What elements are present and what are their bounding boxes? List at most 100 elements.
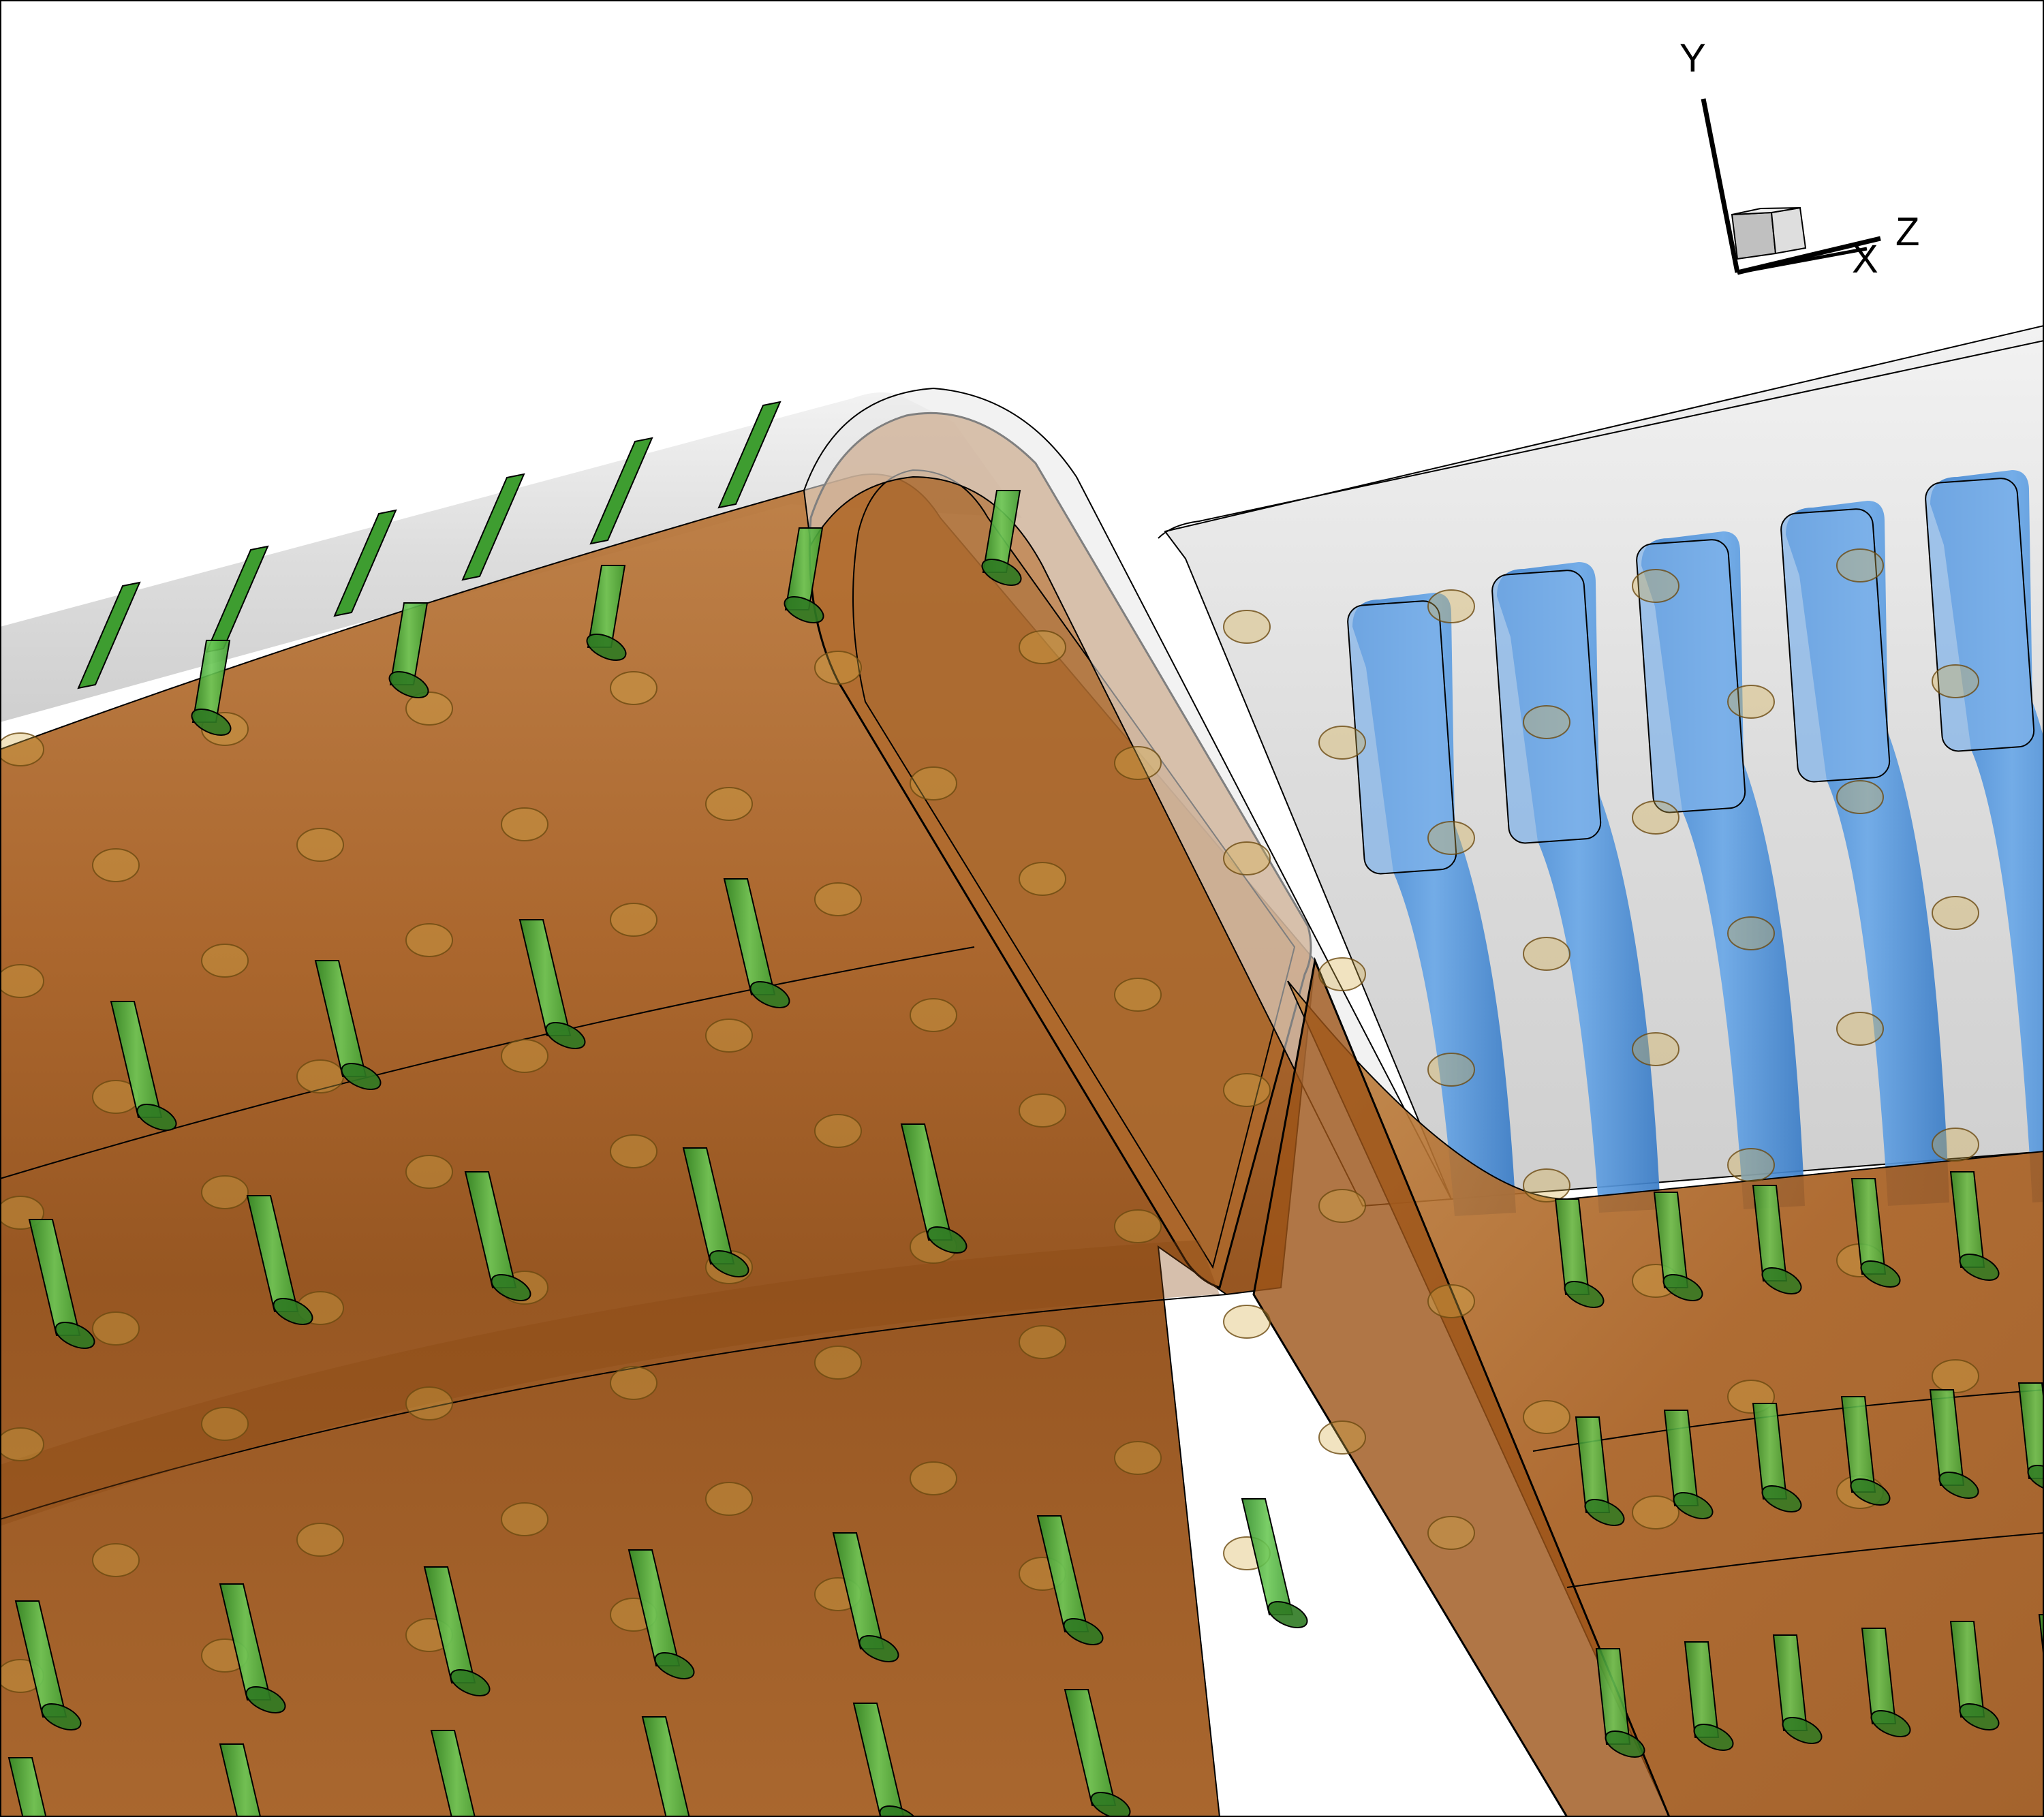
ghost-hole <box>1427 821 1475 855</box>
axes-triad: Y Z X <box>1679 36 1919 281</box>
ghost-hole <box>910 1461 957 1495</box>
ghost-hole <box>1318 1189 1366 1223</box>
outer-wall-left <box>0 392 1022 722</box>
y-axis-line <box>1701 98 1740 273</box>
ghost-hole <box>1223 1305 1271 1339</box>
film-hole-outlet <box>491 1274 531 1301</box>
film-hole-outlet <box>1584 1499 1625 1526</box>
ghost-hole <box>1523 705 1570 739</box>
film-hole-outlet <box>1090 1792 1131 1817</box>
ghost-hole <box>1318 957 1366 991</box>
ghost-hole <box>1523 937 1570 971</box>
ghost-hole <box>1427 1053 1475 1087</box>
ghost-hole <box>1727 685 1775 719</box>
ghost-hole <box>1523 1400 1570 1434</box>
ghost-hole <box>610 1366 657 1400</box>
ghost-hole <box>1836 1012 1884 1046</box>
ghost-hole <box>201 1175 249 1209</box>
film-hole-outlet <box>245 1686 286 1713</box>
ghost-hole <box>1019 1093 1066 1128</box>
film-hole-outlet <box>1938 1472 1979 1499</box>
film-hole-outlet <box>341 1063 382 1090</box>
axes-cube-top <box>1731 207 1801 215</box>
ghost-hole <box>296 828 344 862</box>
liner-center-fold <box>1252 957 1671 1817</box>
ghost-hole <box>201 944 249 978</box>
ghost-hole <box>92 848 140 882</box>
blue-channel-inlet <box>1347 600 1457 875</box>
film-hole-outlet <box>749 981 790 1008</box>
liner-lip-inner <box>852 469 1296 1269</box>
ghost-hole <box>1632 1032 1679 1066</box>
ghost-hole <box>501 807 548 841</box>
ghost-hole <box>1727 1148 1775 1182</box>
x-axis-line <box>1737 247 1868 275</box>
ghost-hole <box>814 651 862 685</box>
outer-wall-right-top-edge <box>1158 340 2044 539</box>
ghost-hole <box>92 1311 140 1346</box>
film-hole-outlet <box>879 1805 920 1817</box>
film-hole-outlet <box>273 1298 313 1325</box>
blue-channel-group <box>1347 470 2044 1216</box>
ghost-hole <box>610 1134 657 1168</box>
ghost-hole <box>1632 801 1679 835</box>
ghost-hole <box>405 923 453 957</box>
transparent-cap <box>803 387 1453 1207</box>
film-hole-outlet <box>1605 1730 1645 1758</box>
film-hole <box>2017 1382 2044 1479</box>
ghost-hole <box>1318 1420 1366 1455</box>
seam-line-1 <box>0 946 975 1179</box>
film-hole-outlet <box>1564 1281 1605 1308</box>
ghost-hole <box>1427 1516 1475 1550</box>
film-hole-outlet <box>654 1652 695 1679</box>
ghost-hole <box>610 903 657 937</box>
ghost-hole <box>1727 916 1775 950</box>
y-axis-label: Y <box>1679 36 1706 80</box>
top-slot <box>589 437 653 545</box>
film-hole-outlet <box>1959 1703 2000 1730</box>
blue-channel-inlet <box>1780 508 1891 783</box>
film-hole-outlet <box>709 1250 749 1277</box>
axes-cube-front <box>1731 211 1777 260</box>
x-axis-label: X <box>1852 237 1878 281</box>
top-slot-group <box>77 401 781 689</box>
ghost-hole <box>1223 610 1271 644</box>
ghost-hole <box>814 1114 862 1148</box>
film-hole-outlet <box>586 634 627 661</box>
ghost-hole <box>1223 1073 1271 1107</box>
film-hole-outlet <box>1673 1492 1714 1519</box>
ghost-hole <box>1932 896 1979 930</box>
top-slot <box>717 401 781 509</box>
seam-line-2 <box>0 1294 1227 1520</box>
ghost-hole <box>1836 780 1884 814</box>
ghost-hole <box>1523 1168 1570 1202</box>
ghost-hole <box>405 1386 453 1420</box>
ghost-hole <box>0 732 44 766</box>
film-hole-outlet <box>1267 1601 1308 1628</box>
axes-cube-side <box>1770 206 1807 255</box>
seam-band <box>0 1240 1220 1526</box>
top-slot <box>333 509 397 617</box>
seam-line-right-2 <box>1566 1532 2044 1588</box>
film-hole <box>852 1703 905 1817</box>
ghost-hole <box>705 787 753 821</box>
film-hole-outlet <box>545 1022 586 1049</box>
ghost-hole <box>814 882 862 916</box>
ghost-hole <box>1836 548 1884 583</box>
film-hole-outlet <box>1870 1710 1911 1737</box>
top-slot <box>461 473 525 581</box>
film-hole-outlet <box>1782 1717 1823 1744</box>
film-hole-outlet <box>927 1226 967 1254</box>
ghost-hole <box>910 998 957 1032</box>
film-hole-outlet <box>450 1669 491 1696</box>
ghost-hole <box>1427 589 1475 623</box>
ghost-hole <box>1632 569 1679 603</box>
blue-channel-inlet <box>1925 478 2035 752</box>
top-slot <box>77 581 141 689</box>
ghost-hole <box>1114 1209 1162 1243</box>
blue-channel-inlet <box>1636 539 1746 813</box>
film-hole-outlet <box>1063 1618 1104 1645</box>
ghost-hole <box>1019 630 1066 664</box>
ghost-hole <box>1632 1495 1679 1529</box>
